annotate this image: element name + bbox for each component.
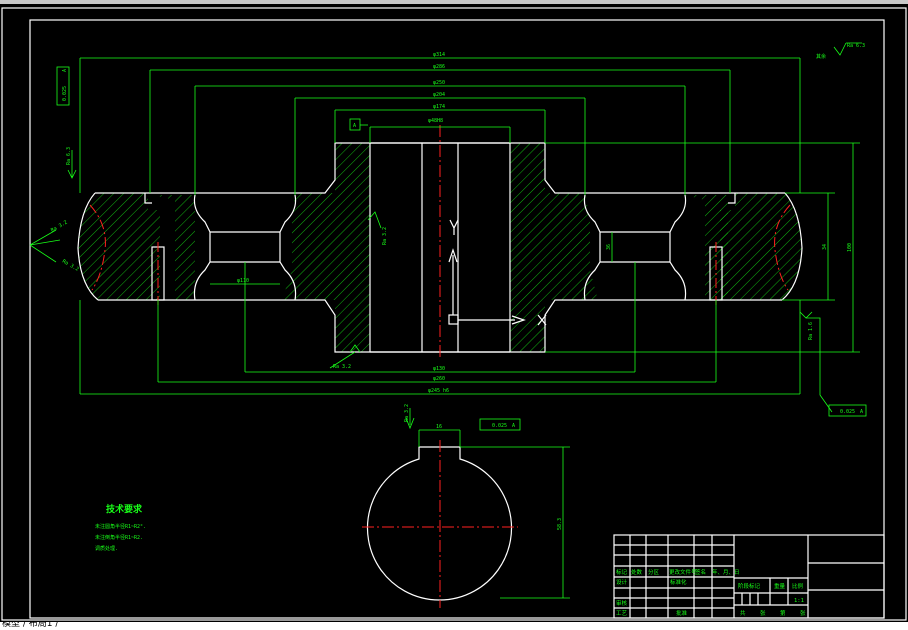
tolerance-frames: 0.025 A 0.025 A 0.025 A A — [56, 66, 867, 431]
outer-frame — [1, 7, 907, 621]
dimension-lines: φ314 φ286 φ250 φ204 φ174 φ48H8 φ110 φ130… — [79, 52, 860, 395]
dim-d6: φ110 — [237, 278, 249, 284]
svg-text:处数: 处数 — [631, 568, 643, 576]
svg-text:Ra 6.3: Ra 6.3 — [847, 43, 865, 49]
title-block: 标记 处数 分区 更改文件号 签名 年、月、日 设计 标准化 审核 工艺 批准 … — [613, 534, 885, 619]
hatch-left-web — [152, 195, 195, 300]
dim-d10: φ245 h6 — [428, 388, 449, 394]
svg-text:审核: 审核 — [616, 599, 628, 607]
svg-text:标记: 标记 — [616, 568, 628, 576]
dim-d9: φ260 — [433, 376, 445, 382]
red-arc-right — [774, 204, 791, 291]
tech-req-line-2: 未注倒角半径R1~R2. — [95, 534, 143, 541]
svg-text:张: 张 — [760, 609, 766, 617]
svg-text:张: 张 — [800, 609, 806, 617]
dim-d8: φ130 — [433, 366, 445, 372]
status-text: 模型 / 布局1 / — [2, 622, 59, 629]
svg-text:其余: 其余 — [816, 53, 826, 60]
svg-text:共: 共 — [740, 609, 746, 617]
hatch-left-inner — [282, 193, 335, 300]
svg-text:更改文件号: 更改文件号 — [669, 568, 697, 576]
svg-text:比例: 比例 — [792, 582, 804, 590]
svg-text:0.025: 0.025 — [62, 86, 68, 101]
dim-d7: φ48H8 — [428, 118, 443, 124]
hatch-right-flange — [720, 193, 802, 300]
dim-d3: φ250 — [433, 80, 445, 86]
dim-h3: 36 — [606, 244, 612, 250]
part-outline — [77, 142, 803, 353]
svg-text:A: A — [512, 423, 515, 429]
svg-text:0.025: 0.025 — [492, 423, 507, 429]
svg-text:工艺: 工艺 — [616, 610, 628, 617]
svg-text:A: A — [62, 69, 68, 72]
tech-req-line-1: 未注圆角半径R1~R2°. — [95, 523, 146, 530]
ucs-icon — [448, 219, 547, 326]
red-arc-left — [89, 204, 106, 291]
title-bar — [0, 0, 908, 4]
status-bar: 模型 / 布局1 / — [0, 622, 908, 630]
tech-requirements: 技术要求 未注圆角半径R1~R2°. 未注倒角半径R1~R2. 调质处理. — [95, 503, 146, 552]
svg-text:标准化: 标准化 — [670, 578, 687, 586]
tech-req-title: 技术要求 — [106, 503, 143, 515]
svg-text:A: A — [353, 123, 356, 129]
svg-text:签名: 签名 — [695, 568, 706, 576]
svg-text:0.025: 0.025 — [840, 409, 855, 415]
svg-text:A: A — [860, 409, 863, 415]
tech-req-line-3: 调质处理. — [95, 545, 118, 552]
dim-d4: φ204 — [433, 92, 445, 98]
svg-text:Ra 3.2: Ra 3.2 — [333, 364, 351, 370]
svg-text:Ra 1.6: Ra 1.6 — [808, 322, 814, 340]
svg-text:分区: 分区 — [648, 568, 660, 576]
hatch-left-flange — [78, 193, 160, 300]
svg-text:Ra 3.2: Ra 3.2 — [50, 220, 69, 234]
svg-text:Ra 6.3: Ra 6.3 — [66, 147, 72, 165]
keyway-section: 16 58.3 — [362, 424, 570, 608]
dim-d2: φ286 — [433, 64, 445, 70]
svg-text:1:1: 1:1 — [794, 598, 804, 604]
dim-h2: 100 — [847, 243, 853, 252]
svg-text:Ra 3.2: Ra 3.2 — [61, 259, 80, 273]
svg-text:Ra 3.2: Ra 3.2 — [382, 227, 388, 245]
svg-text:批准: 批准 — [676, 609, 688, 617]
roughness-symbols: Ra 6.3 Ra 3.2 Ra 3.2 Ra 1.6 Ra 3.2 Ra 3.… — [29, 42, 865, 430]
dim-d5: φ174 — [433, 104, 445, 110]
svg-text:Ra 3.2: Ra 3.2 — [404, 404, 410, 422]
hatch-hub-right — [510, 143, 545, 352]
hatch-right-web — [685, 195, 728, 300]
hatch-hub-left — [335, 143, 370, 352]
svg-text:阶段标记: 阶段标记 — [738, 582, 761, 590]
svg-text:第: 第 — [780, 609, 786, 617]
svg-text:58.3: 58.3 — [557, 518, 563, 530]
inner-frame — [29, 19, 885, 619]
hatch-right-inner — [545, 193, 598, 300]
svg-text:重量: 重量 — [774, 582, 786, 590]
dim-d1: φ314 — [433, 52, 445, 58]
svg-text:16: 16 — [436, 424, 442, 430]
svg-text:设计: 设计 — [616, 578, 628, 586]
dim-h1: 34 — [822, 244, 828, 250]
svg-text:年、月、日: 年、月、日 — [712, 568, 740, 576]
